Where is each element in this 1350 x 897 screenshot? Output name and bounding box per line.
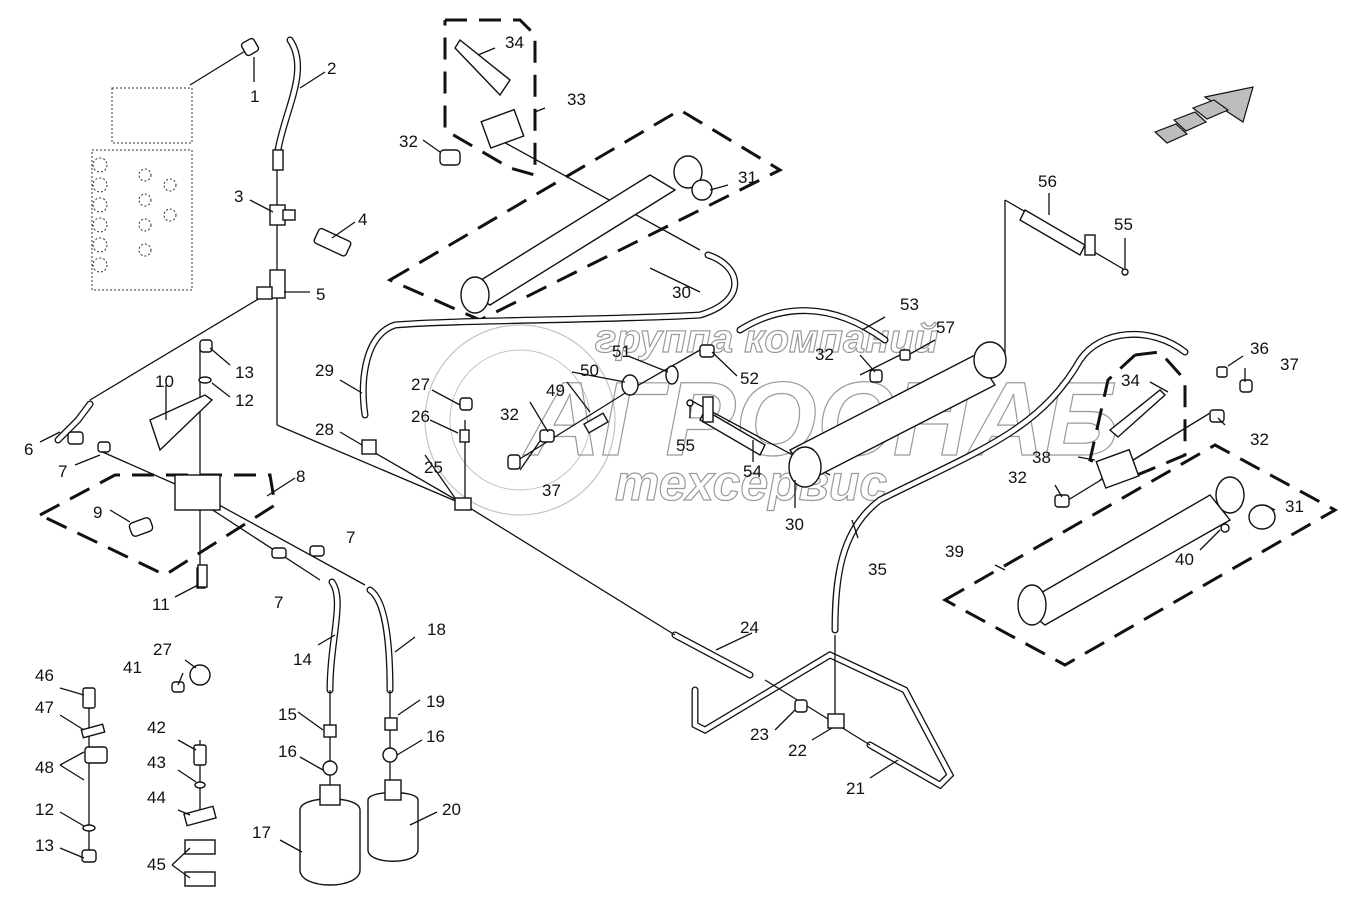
callout-25[interactable]: 25	[424, 458, 443, 477]
callout-18[interactable]: 18	[427, 620, 446, 639]
callout-42[interactable]: 42	[147, 718, 166, 737]
callout-7a[interactable]: 7	[58, 462, 67, 481]
callout-13b[interactable]: 13	[35, 836, 54, 855]
callout-27b[interactable]: 27	[153, 640, 172, 659]
leader-lines	[39, 47, 1276, 879]
callout-10[interactable]: 10	[155, 372, 174, 391]
callout-40[interactable]: 40	[1175, 550, 1194, 569]
callout-19[interactable]: 19	[426, 692, 445, 711]
callout-45[interactable]: 45	[147, 855, 166, 874]
callout-22[interactable]: 22	[788, 741, 807, 760]
callout-34b[interactable]: 34	[1121, 371, 1140, 390]
control-valve-block	[91, 87, 193, 291]
callout-46[interactable]: 46	[35, 666, 54, 685]
assembly-box-33	[443, 18, 537, 177]
callout-9[interactable]: 9	[93, 503, 102, 522]
callout-11[interactable]: 11	[152, 595, 170, 614]
forward-direction-arrow-icon	[1153, 86, 1254, 144]
assembly-box-30	[386, 108, 784, 322]
callout-26[interactable]: 26	[411, 407, 430, 426]
parts	[67, 37, 1276, 887]
callout-39[interactable]: 39	[945, 542, 964, 561]
callout-30b[interactable]: 30	[785, 515, 804, 534]
callout-30a[interactable]: 30	[672, 283, 691, 302]
callout-44[interactable]: 44	[147, 788, 166, 807]
callout-54[interactable]: 54	[743, 462, 762, 481]
callout-55b[interactable]: 55	[1114, 215, 1133, 234]
callout-23[interactable]: 23	[750, 725, 769, 744]
callout-16b[interactable]: 16	[426, 727, 445, 746]
callout-1[interactable]: 1	[250, 87, 259, 106]
callout-5[interactable]: 5	[316, 285, 325, 304]
callout-29[interactable]: 29	[315, 361, 334, 380]
callout-15[interactable]: 15	[278, 705, 297, 724]
callout-13a[interactable]: 13	[235, 363, 254, 382]
callout-28[interactable]: 28	[315, 420, 334, 439]
callout-32d[interactable]: 32	[1008, 468, 1027, 487]
callout-57[interactable]: 57	[936, 318, 955, 337]
assembly-box-38	[1088, 350, 1187, 480]
callout-31a[interactable]: 31	[738, 168, 757, 187]
callout-27a[interactable]: 27	[411, 375, 430, 394]
callout-52[interactable]: 52	[740, 369, 759, 388]
assembly-box-39	[941, 443, 1339, 667]
callout-47[interactable]: 47	[35, 698, 54, 717]
callout-38[interactable]: 38	[1032, 448, 1051, 467]
callout-56[interactable]: 56	[1038, 172, 1057, 191]
callout-31b[interactable]: 31	[1285, 497, 1304, 516]
callout-41[interactable]: 41	[123, 658, 142, 677]
callout-24[interactable]: 24	[740, 618, 759, 637]
callout-21[interactable]: 21	[846, 779, 865, 798]
callout-50[interactable]: 50	[580, 361, 599, 380]
callout-20[interactable]: 20	[442, 800, 461, 819]
callout-12b[interactable]: 12	[35, 800, 54, 819]
callout-51[interactable]: 51	[612, 342, 631, 361]
callout-32c[interactable]: 32	[815, 345, 834, 364]
callout-12a[interactable]: 12	[235, 391, 254, 410]
callout-4[interactable]: 4	[358, 210, 367, 229]
callout-6[interactable]: 6	[24, 440, 33, 459]
callout-2[interactable]: 2	[327, 59, 336, 78]
callout-34a[interactable]: 34	[505, 33, 524, 52]
callout-labels: 1 2 3 4 5 6 7 7 7 8 9 10 11 12 13 14 15 …	[24, 33, 1304, 874]
callout-43[interactable]: 43	[147, 753, 166, 772]
callout-35[interactable]: 35	[868, 560, 887, 579]
hoses	[54, 36, 1189, 790]
callout-33[interactable]: 33	[567, 90, 586, 109]
callout-16a[interactable]: 16	[278, 742, 297, 761]
callout-14[interactable]: 14	[293, 650, 312, 669]
callout-7b[interactable]: 7	[274, 593, 283, 612]
callout-37b[interactable]: 37	[1280, 355, 1299, 374]
callout-17[interactable]: 17	[252, 823, 271, 842]
callout-53[interactable]: 53	[900, 295, 919, 314]
callout-37a[interactable]: 37	[542, 481, 561, 500]
callout-36[interactable]: 36	[1250, 339, 1269, 358]
assembly-box-8	[36, 473, 277, 577]
callout-48[interactable]: 48	[35, 758, 54, 777]
callout-32b[interactable]: 32	[500, 405, 519, 424]
callout-49[interactable]: 49	[546, 381, 565, 400]
callout-32a[interactable]: 32	[399, 132, 418, 151]
callout-3[interactable]: 3	[234, 187, 243, 206]
callout-8[interactable]: 8	[296, 467, 305, 486]
callout-32e[interactable]: 32	[1250, 430, 1269, 449]
callout-7c[interactable]: 7	[346, 528, 355, 547]
callout-55a[interactable]: 55	[676, 436, 695, 455]
